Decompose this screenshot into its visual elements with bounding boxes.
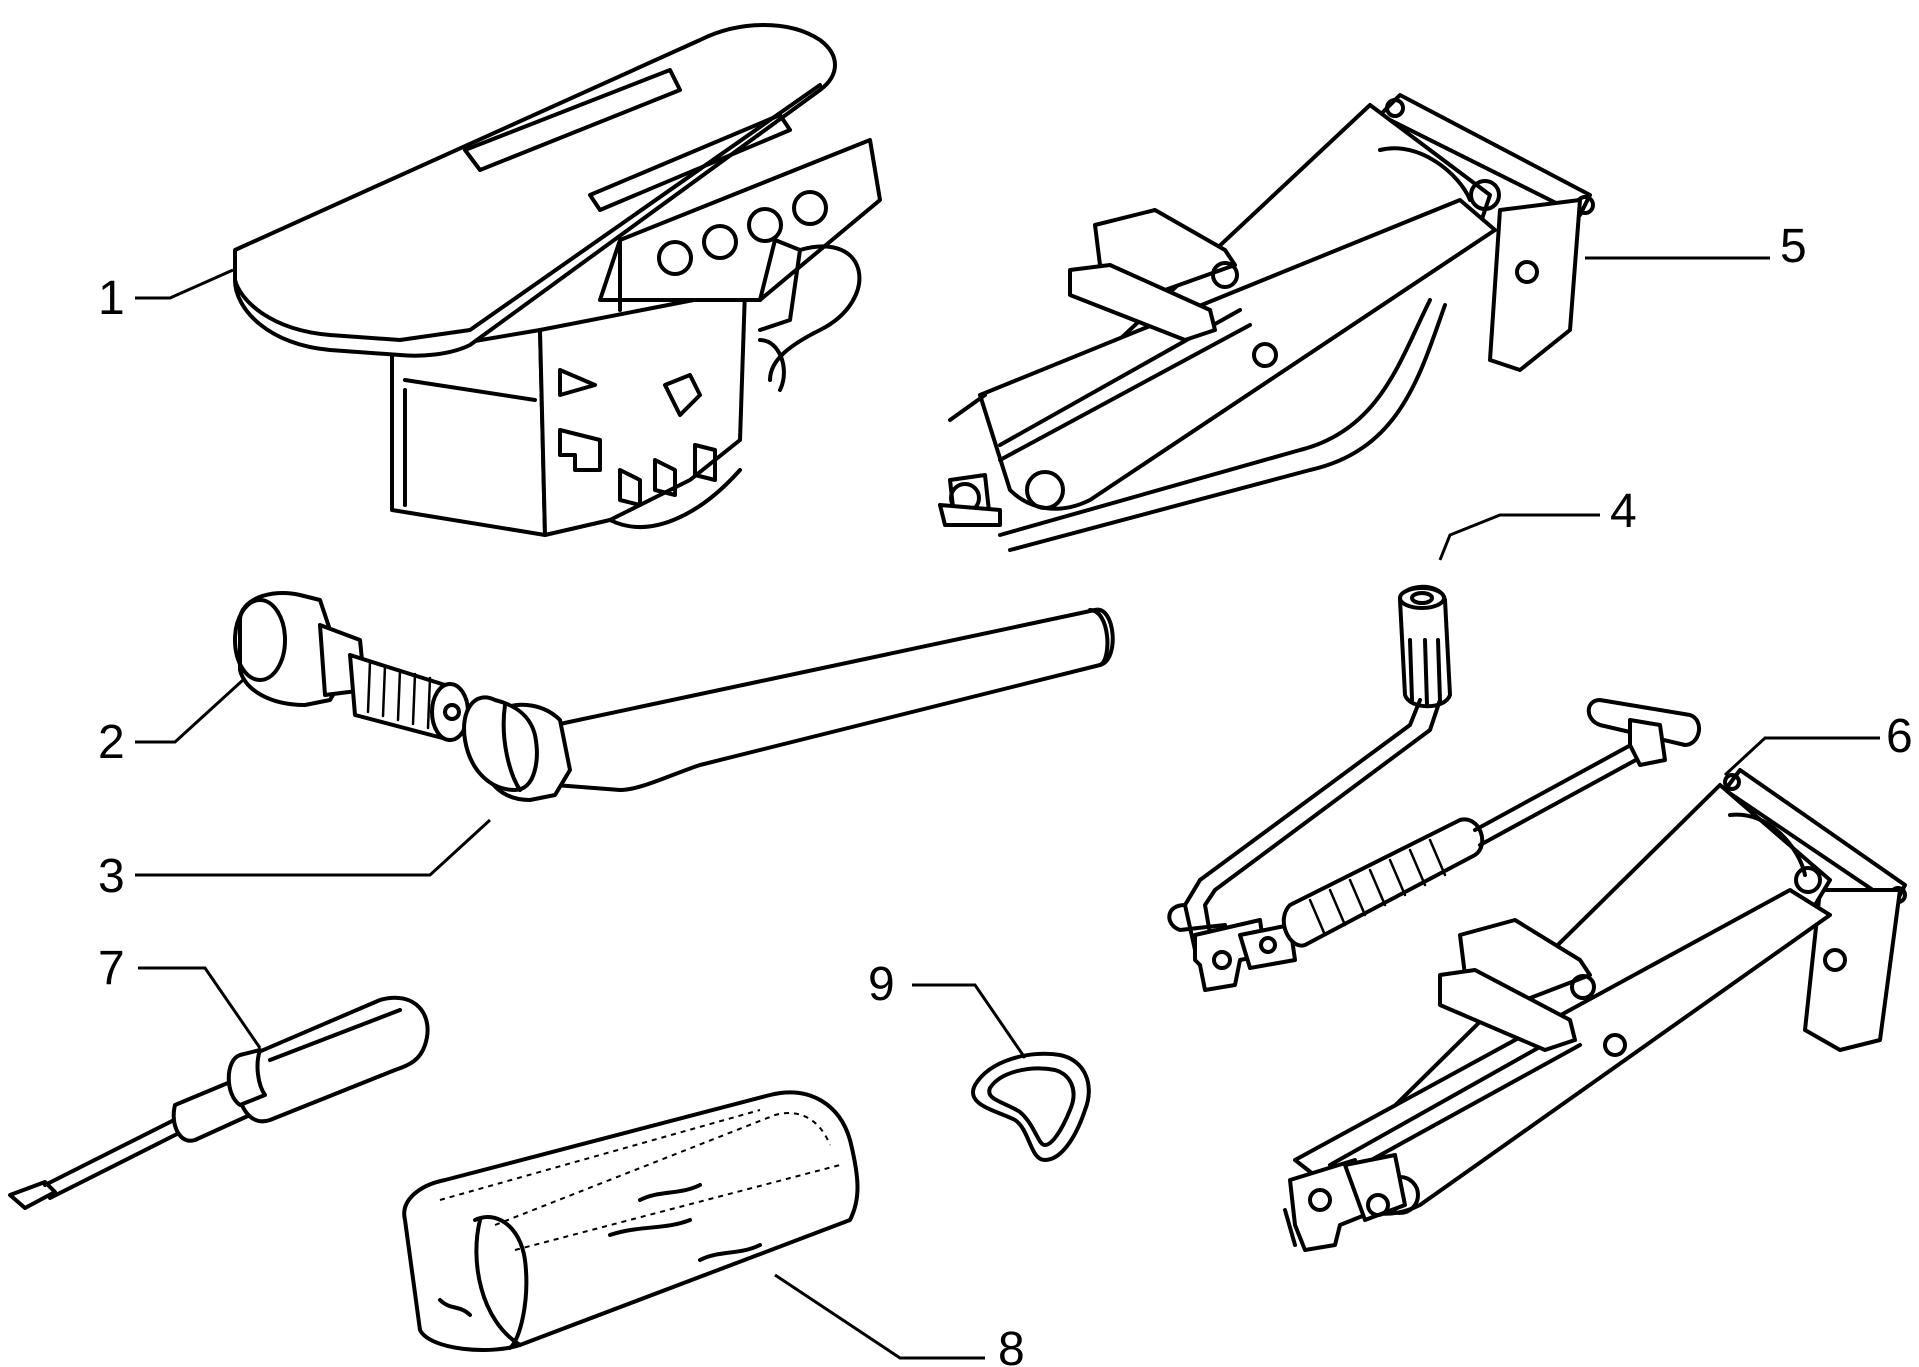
- callout-7: 7: [98, 942, 125, 995]
- callout-8: 8: [998, 1323, 1025, 1367]
- callout-1: 1: [98, 272, 125, 325]
- callout-5: 5: [1780, 220, 1807, 273]
- part-4-crank-handle: [1167, 584, 1701, 992]
- callout-3: 3: [98, 850, 125, 903]
- callout-labels: 1 2 3 4 5 6 7 9 8: [98, 220, 1913, 1367]
- part-6-scissor-jack: [1283, 768, 1907, 1252]
- callout-9: 9: [868, 958, 895, 1011]
- part-2-socket-adapter: [233, 590, 470, 742]
- part-7-screwdriver: [8, 995, 430, 1210]
- callout-4: 4: [1610, 485, 1637, 538]
- callout-6: 6: [1886, 710, 1913, 763]
- callout-2: 2: [98, 716, 125, 769]
- part-5-scissor-jack: [938, 93, 1595, 552]
- leader-lines: [135, 256, 1880, 1360]
- part-1-tool-tray: [233, 23, 882, 537]
- part-8-tool-bag: [402, 1090, 860, 1352]
- part-9-rubber-ring: [971, 1051, 1091, 1162]
- part-3-wheel-wrench: [462, 607, 1115, 802]
